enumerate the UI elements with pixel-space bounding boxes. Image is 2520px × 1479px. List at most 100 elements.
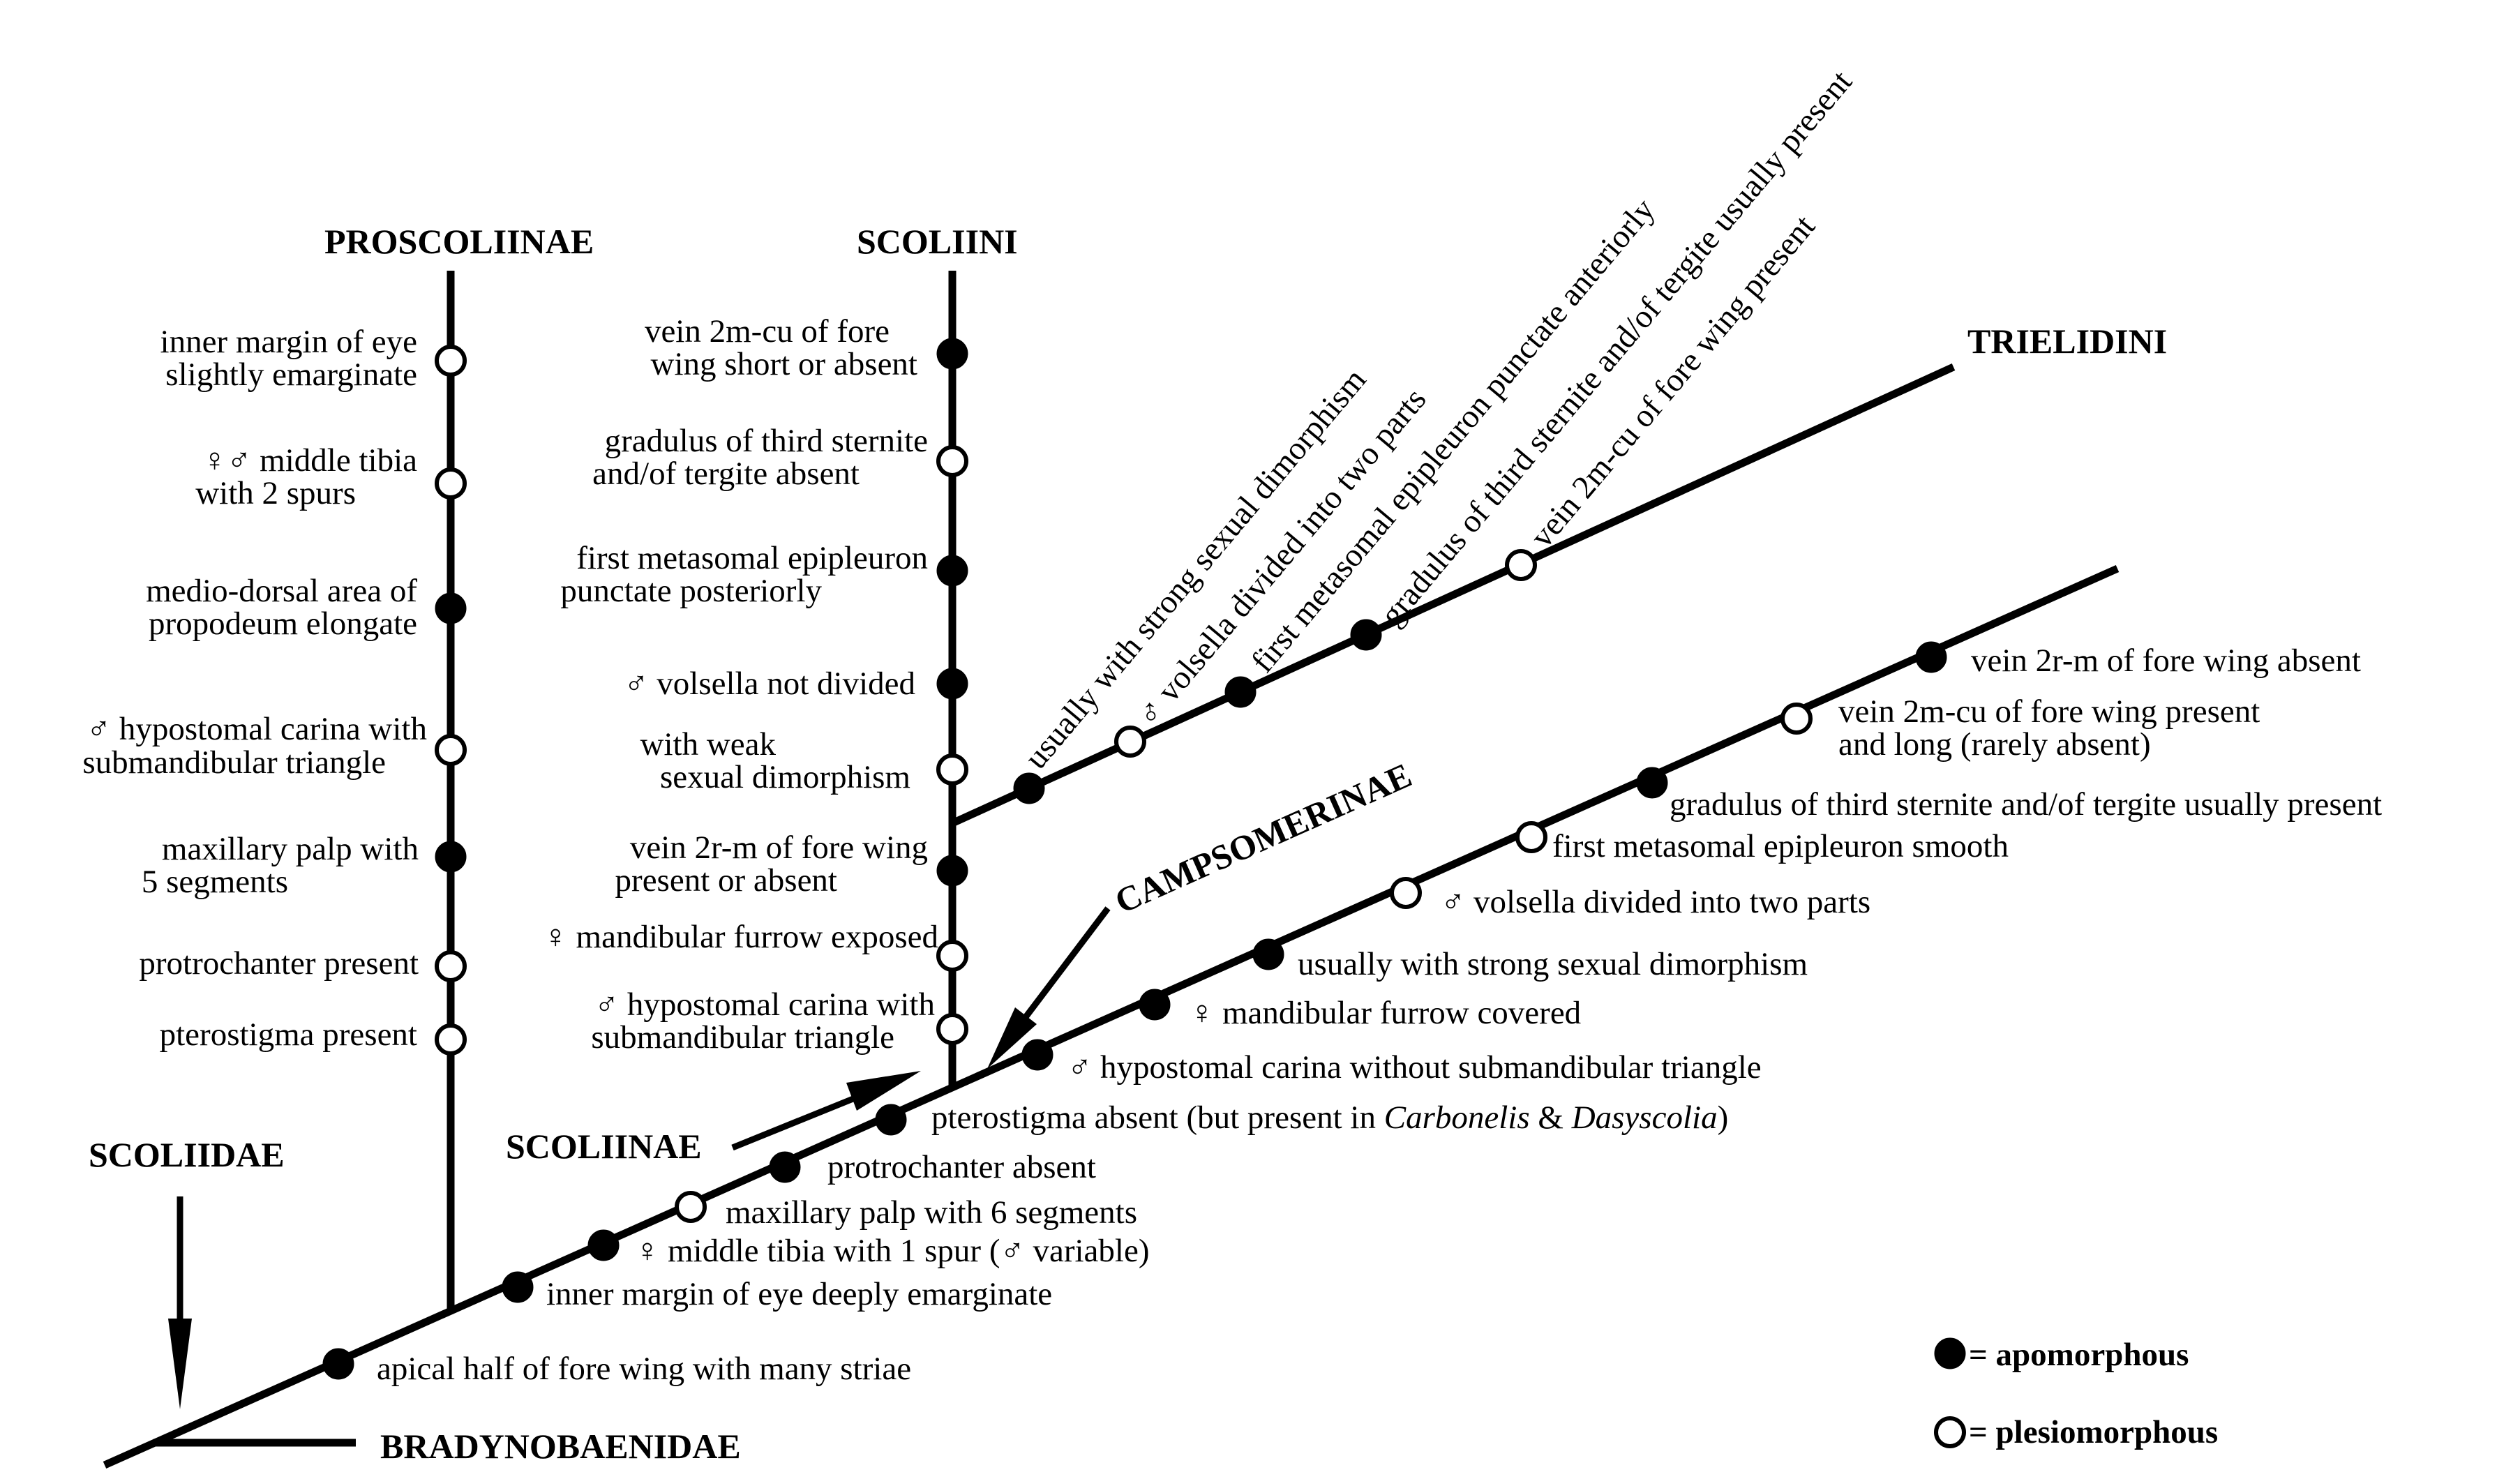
svg-text:♂ hypostomal carina without su: ♂ hypostomal carina without submandibula… bbox=[1067, 1049, 1762, 1086]
character-item: ♂ hypostomal carina with submandibular t… bbox=[82, 711, 467, 781]
svg-text:gradulus of third sternite and: gradulus of third sternite and/of tergit… bbox=[1670, 786, 2382, 823]
svg-text:with 2 spurs: with 2 spurs bbox=[195, 475, 356, 511]
apomorphous-marker bbox=[1636, 767, 1668, 799]
character-item: gradulus of third sternite and/of tergit… bbox=[592, 423, 968, 492]
svg-text:punctate posteriorly: punctate posteriorly bbox=[560, 573, 822, 609]
plesiomorphous-marker bbox=[1934, 1416, 1966, 1448]
character-item: first metasomal epipleuron punctate post… bbox=[560, 540, 968, 609]
plesiomorphous-marker bbox=[1390, 877, 1422, 909]
apomorphous-marker bbox=[1224, 676, 1257, 708]
svg-text:submandibular triangle: submandibular triangle bbox=[591, 1019, 894, 1056]
svg-text:sexual dimorphism: sexual dimorphism bbox=[660, 759, 910, 795]
scoliinae-arrow bbox=[731, 1071, 921, 1151]
apomorphous-marker bbox=[875, 1104, 907, 1136]
svg-text:♀ mandibular furrow covered: ♀ mandibular furrow covered bbox=[1190, 995, 1581, 1031]
apomorphous-marker bbox=[1252, 938, 1284, 970]
plesiomorphous-marker bbox=[675, 1191, 707, 1223]
svg-text:submandibular triangle: submandibular triangle bbox=[82, 744, 386, 781]
svg-text:maxillary palp with 6 segments: maxillary palp with 6 segments bbox=[726, 1194, 1137, 1231]
svg-text:slightly emarginate: slightly emarginate bbox=[165, 356, 417, 393]
svg-text:♂ volsella divided into two pa: ♂ volsella divided into two parts bbox=[1130, 382, 1434, 734]
svg-text:= plesiomorphous: = plesiomorphous bbox=[1969, 1414, 2218, 1450]
proscoliinae-characters: inner margin of eye slightly emarginate … bbox=[82, 324, 467, 1056]
stem-label-pterostigma-absent: pterostigma absent (but present in Carbo… bbox=[931, 1099, 1728, 1136]
svg-text:vein 2r-m of fore wing: vein 2r-m of fore wing bbox=[630, 829, 928, 866]
apomorphous-marker bbox=[1139, 989, 1171, 1021]
character-item: ♂ hypostomal carina with submandibular t… bbox=[591, 986, 968, 1056]
apomorphous-marker bbox=[1934, 1337, 1966, 1369]
svg-text:= apomorphous: = apomorphous bbox=[1969, 1337, 2189, 1373]
legend-plesiomorphous: = plesiomorphous bbox=[1934, 1414, 2218, 1450]
svg-text:5 segments: 5 segments bbox=[142, 864, 288, 900]
character-item: ♂ volsella divided into two parts bbox=[1390, 877, 1870, 920]
group-label-bradynobaenidae: BRADYNOBAENIDAE bbox=[380, 1427, 741, 1466]
svg-text:♂ hypostomal carina with: ♂ hypostomal carina with bbox=[87, 711, 427, 747]
svg-text:vein 2m-cu of fore: vein 2m-cu of fore bbox=[645, 313, 890, 350]
character-item: gradulus of third sternite and/of tergit… bbox=[1636, 767, 2382, 823]
character-item: ♂ volsella not divided bbox=[624, 666, 968, 702]
group-label-scoliidae: SCOLIIDAE bbox=[89, 1135, 285, 1174]
svg-text:wing short or absent: wing short or absent bbox=[651, 346, 917, 382]
group-label-scoliinae: SCOLIINAE bbox=[506, 1127, 702, 1166]
character-item: ♀♂ middle tibia with 2 spurs bbox=[195, 442, 467, 511]
plesiomorphous-marker bbox=[435, 1023, 467, 1056]
character-item: medio-dorsal area of propodeum elongate bbox=[146, 573, 467, 642]
svg-text:protrochanter absent: protrochanter absent bbox=[827, 1149, 1096, 1185]
character-item: protrochanter absent bbox=[769, 1149, 1096, 1185]
apomorphous-marker bbox=[502, 1271, 534, 1303]
plesiomorphous-marker bbox=[435, 734, 467, 766]
character-item: ♀ mandibular furrow exposed bbox=[543, 919, 968, 972]
plesiomorphous-marker bbox=[1515, 821, 1547, 853]
character-item: inner margin of eye slightly emarginate bbox=[160, 324, 467, 393]
plesiomorphous-marker bbox=[435, 467, 467, 500]
svg-text:♀♂ middle tibia: ♀♂ middle tibia bbox=[202, 442, 417, 479]
plesiomorphous-marker bbox=[435, 950, 467, 982]
plesiomorphous-marker bbox=[435, 345, 467, 377]
apomorphous-marker bbox=[587, 1229, 620, 1261]
svg-text:and long (rarely absent): and long (rarely absent) bbox=[1838, 726, 2151, 763]
group-label-trielidini: TRIELIDINI bbox=[1967, 322, 2167, 361]
character-item: usually with strong sexual dimorphism bbox=[1252, 938, 1808, 982]
character-item: gradulus of third sternite and/of tergit… bbox=[1350, 63, 1859, 651]
svg-text:inner margin of eye deeply ema: inner margin of eye deeply emarginate bbox=[546, 1276, 1052, 1312]
svg-text:vein 2m-cu of fore wing presen: vein 2m-cu of fore wing present bbox=[1838, 693, 2260, 730]
svg-text:♂ volsella divided into two pa: ♂ volsella divided into two parts bbox=[1441, 884, 1870, 920]
character-item: vein 2m-cu of fore wing present and long… bbox=[1780, 693, 2260, 763]
character-item: pterostigma absent (but present in Carbo… bbox=[875, 1099, 1728, 1136]
character-item: inner margin of eye deeply emarginate bbox=[502, 1271, 1052, 1312]
svg-text:♀ middle tibia with 1 spur (♂: ♀ middle tibia with 1 spur (♂ variable) bbox=[635, 1233, 1149, 1269]
stem-characters: pterostigma absent (but present in Carbo… bbox=[322, 1099, 1728, 1387]
character-item: protrochanter present bbox=[139, 945, 467, 982]
character-item: maxillary palp with 6 segments bbox=[675, 1191, 1137, 1231]
character-item: maxillary palp with 5 segments bbox=[142, 831, 467, 900]
svg-text:first metasomal epipleuron: first metasomal epipleuron bbox=[576, 540, 928, 576]
legend: = apomorphous = plesiomorphous bbox=[1934, 1337, 2218, 1450]
character-item: first metasomal epipleuron smooth bbox=[1515, 821, 2009, 864]
svg-text:♂ volsella not divided: ♂ volsella not divided bbox=[624, 666, 915, 702]
apomorphous-marker bbox=[435, 841, 467, 873]
scoliidae-arrow bbox=[168, 1196, 192, 1409]
group-label-campsomerinae: CAMPSOMERINAE bbox=[1109, 755, 1417, 921]
svg-text:usually with strong sexual dim: usually with strong sexual dimorphism bbox=[1298, 946, 1808, 982]
apomorphous-marker bbox=[936, 338, 968, 370]
character-item: apical half of fore wing with many stria… bbox=[322, 1348, 911, 1387]
scoliini-characters: vein 2m-cu of fore wing short or absent … bbox=[543, 313, 968, 1056]
group-label-proscoliinae: PROSCOLIINAE bbox=[324, 222, 594, 261]
character-item: ♂ volsella divided into two parts bbox=[1114, 382, 1434, 758]
svg-text:with weak: with weak bbox=[640, 726, 777, 763]
campsomerinae-characters: vein 2r-m of fore wing absent vein 2m-cu… bbox=[1021, 641, 2382, 1086]
svg-text:♀ mandibular furrow exposed: ♀ mandibular furrow exposed bbox=[543, 919, 938, 955]
svg-text:medio-dorsal area of: medio-dorsal area of bbox=[146, 573, 417, 609]
plesiomorphous-marker bbox=[1505, 549, 1537, 581]
character-item: vein 2m-cu of fore wing short or absent bbox=[645, 313, 968, 382]
svg-text:maxillary palp with: maxillary palp with bbox=[162, 831, 419, 867]
svg-text:present or absent: present or absent bbox=[615, 862, 837, 899]
group-label-scoliini: SCOLIINI bbox=[857, 222, 1018, 261]
apomorphous-marker bbox=[1021, 1039, 1053, 1071]
apomorphous-marker bbox=[322, 1348, 354, 1380]
character-item: ♀ mandibular furrow covered bbox=[1139, 989, 1581, 1031]
apomorphous-marker bbox=[936, 555, 968, 587]
svg-text:first metasomal epipleuron smo: first metasomal epipleuron smooth bbox=[1552, 828, 2009, 864]
svg-text:♂ hypostomal carina with: ♂ hypostomal carina with bbox=[594, 986, 935, 1023]
